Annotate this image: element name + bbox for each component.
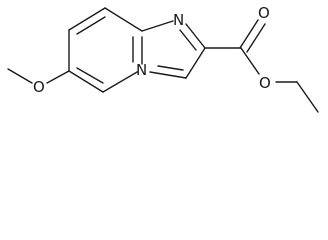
bond-c8-c8a <box>104 7 143 32</box>
bond-carbonyl-o-double-b <box>246 23 266 53</box>
atom-label-ester-o: O <box>259 74 271 92</box>
structure-canvas: N N O O O <box>0 0 328 118</box>
bond-n1-c2 <box>185 23 206 49</box>
ester-group <box>204 19 319 113</box>
bond-methoxy-o-ch3 <box>7 68 33 84</box>
bond-c5-c6-inner <box>76 67 104 84</box>
atom-label-n1: N <box>173 11 184 29</box>
bond-c3-n4-inner <box>157 65 184 71</box>
bond-carbonyl-o-double-a <box>239 19 259 49</box>
bond-n4-c5 <box>102 71 138 93</box>
bond-n1-c2-inner <box>179 29 197 51</box>
bond-c5-c6 <box>68 70 104 93</box>
bond-c6-methoxy-o <box>46 70 70 84</box>
bond-ch2-ch3 <box>296 81 319 113</box>
atom-label-n4: N <box>136 61 147 79</box>
bond-c8a-n1 <box>141 20 174 32</box>
imidazole-ring <box>141 20 206 79</box>
atom-label-methoxy-o: O <box>33 78 45 96</box>
bond-c3-n4 <box>149 71 187 79</box>
pyridine-ring <box>68 7 143 93</box>
atom-label-carbonyl-o: O <box>258 4 270 22</box>
methoxy-group <box>7 68 70 84</box>
bond-c7-c8-inner <box>76 16 106 35</box>
bond-c2-c3 <box>185 47 206 79</box>
bond-c7-c8 <box>68 7 106 31</box>
molecule-structure: N N O O O <box>7 4 319 113</box>
bond-carbonyl-ester-o <box>240 47 260 75</box>
